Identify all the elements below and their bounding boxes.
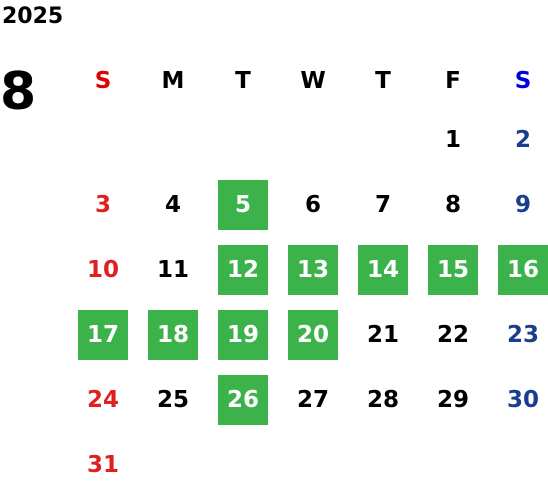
highlighted-day[interactable]: 13	[288, 244, 338, 295]
calendar-cell: 28	[348, 367, 418, 432]
highlighted-day[interactable]: 15	[428, 244, 478, 295]
day-number[interactable]: 4	[164, 191, 181, 218]
highlighted-day[interactable]: 14	[358, 244, 408, 295]
day-number[interactable]: 6	[304, 191, 321, 218]
highlighted-day[interactable]: 26	[218, 374, 268, 425]
day-number[interactable]: 25	[156, 386, 189, 413]
highlighted-day[interactable]: 19	[218, 309, 268, 360]
calendar-cell: 15	[418, 237, 488, 302]
day-number[interactable]: 2	[514, 126, 531, 153]
calendar-cell: 23	[488, 302, 548, 367]
calendar-cell	[138, 432, 208, 497]
calendar-cell	[278, 432, 348, 497]
calendar-cell: 7	[348, 172, 418, 237]
highlighted-day[interactable]: 5	[218, 179, 268, 230]
day-number[interactable]: 29	[436, 386, 469, 413]
calendar-cell: 29	[418, 367, 488, 432]
day-number[interactable]: 28	[366, 386, 399, 413]
highlighted-day[interactable]: 16	[498, 244, 548, 295]
calendar-cell: 31	[68, 432, 138, 497]
day-number[interactable]: 7	[374, 191, 391, 218]
calendar-cell: 2	[488, 107, 548, 172]
calendar-cell: 19	[208, 302, 278, 367]
calendar-cell: 8	[418, 172, 488, 237]
calendar-cell: 27	[278, 367, 348, 432]
calendar-cell	[348, 107, 418, 172]
calendar-cell: 17	[68, 302, 138, 367]
calendar-cell: 14	[348, 237, 418, 302]
calendar-cell: 26	[208, 367, 278, 432]
calendar-cell	[418, 432, 488, 497]
calendar-cell: 11	[138, 237, 208, 302]
calendar-cell: 30	[488, 367, 548, 432]
weekday-header-monday: M	[161, 68, 185, 94]
calendar-cell: 22	[418, 302, 488, 367]
highlighted-day[interactable]: 18	[148, 309, 198, 360]
calendar-cell: 25	[138, 367, 208, 432]
weekday-header-saturday: S	[514, 68, 532, 94]
calendar-cell: 13	[278, 237, 348, 302]
calendar-cell	[488, 432, 548, 497]
calendar-cell: 24	[68, 367, 138, 432]
weekday-header-tuesday: T	[235, 68, 251, 94]
day-number[interactable]: 1	[444, 126, 461, 153]
day-number[interactable]: 11	[156, 256, 189, 283]
calendar-cell: 3	[68, 172, 138, 237]
year-label: 2025	[2, 4, 64, 29]
calendar-cell: 18	[138, 302, 208, 367]
day-number[interactable]: 31	[86, 451, 119, 478]
day-number[interactable]: 10	[86, 256, 119, 283]
calendar-cell: 20	[278, 302, 348, 367]
calendar-cell: 9	[488, 172, 548, 237]
day-number[interactable]: 3	[94, 191, 111, 218]
calendar-cell: 4	[138, 172, 208, 237]
day-number[interactable]: 23	[506, 321, 539, 348]
weekday-header-wednesday: W	[300, 68, 326, 94]
weekday-header-friday: F	[445, 68, 461, 94]
highlighted-day[interactable]: 20	[288, 309, 338, 360]
day-number[interactable]: 9	[514, 191, 531, 218]
weekday-header-sunday: S	[94, 68, 112, 94]
day-number[interactable]: 8	[444, 191, 461, 218]
day-number[interactable]: 21	[366, 321, 399, 348]
calendar-cell	[208, 432, 278, 497]
calendar-cell: 10	[68, 237, 138, 302]
calendar-cell	[138, 107, 208, 172]
calendar-cell	[68, 107, 138, 172]
weekday-header-thursday: T	[375, 68, 391, 94]
calendar-cell: 6	[278, 172, 348, 237]
day-number[interactable]: 27	[296, 386, 329, 413]
month-number: 8	[0, 62, 37, 122]
calendar-cell: 5	[208, 172, 278, 237]
day-number[interactable]: 22	[436, 321, 469, 348]
highlighted-day[interactable]: 12	[218, 244, 268, 295]
day-number[interactable]: 30	[506, 386, 539, 413]
calendar-cell	[208, 107, 278, 172]
calendar-cell: 1	[418, 107, 488, 172]
calendar-cell	[348, 432, 418, 497]
day-number[interactable]: 24	[86, 386, 119, 413]
calendar-cell	[278, 107, 348, 172]
calendar-cell: 16	[488, 237, 548, 302]
highlighted-day[interactable]: 17	[78, 309, 128, 360]
calendar-cell: 21	[348, 302, 418, 367]
calendar-cell: 12	[208, 237, 278, 302]
